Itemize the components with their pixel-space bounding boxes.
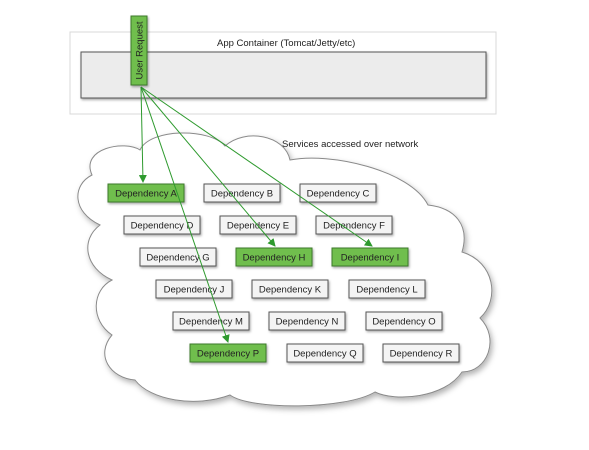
- dependency-box-b: [203, 183, 281, 203]
- dependency-box-a: [107, 183, 185, 203]
- dependency-label-a: Dependency A: [115, 189, 177, 200]
- dependency-box-q: [286, 343, 364, 363]
- arrow-to-dependency-a: [138, 86, 147, 183]
- dependency-label-k: Dependency K: [259, 285, 322, 296]
- dependency-box-p: [189, 343, 267, 363]
- user-request-box: [130, 15, 148, 86]
- dependency-label-c: Dependency C: [307, 189, 370, 200]
- dependency-label-f: Dependency F: [323, 221, 385, 232]
- dependency-box-m: [172, 311, 250, 331]
- app-container-label: App Container (Tomcat/Jetty/etc): [217, 38, 355, 49]
- dependency-box-n: [268, 311, 346, 331]
- dependency-box-o: [365, 311, 443, 331]
- network-cloud: [77, 132, 493, 407]
- dependency-label-m: Dependency M: [179, 317, 243, 328]
- dependency-box-r: [382, 343, 460, 363]
- dependency-group: Dependency A Dependency B Dependency C Depe…: [107, 183, 460, 363]
- dependency-box-j: [155, 279, 233, 299]
- dependency-label-g: Dependency G: [146, 253, 209, 264]
- dependency-label-n: Dependency N: [276, 317, 339, 328]
- arrow-to-dependency-h: [140, 86, 276, 247]
- user-request-label: User Request: [135, 21, 146, 79]
- dependency-box-i: [331, 247, 409, 267]
- dependency-label-b: Dependency B: [211, 189, 273, 200]
- dependency-label-r: Dependency R: [390, 349, 453, 360]
- dependency-box-d: [123, 215, 201, 235]
- dependency-label-o: Dependency O: [372, 317, 435, 328]
- dependency-box-l: [348, 279, 426, 299]
- dependency-label-q: Dependency Q: [293, 349, 356, 360]
- dependency-label-h: Dependency H: [243, 253, 306, 264]
- network-label: Services accessed over network: [282, 139, 418, 150]
- dependency-box-k: [251, 279, 329, 299]
- arrow-to-dependency-p: [140, 86, 230, 343]
- dependency-box-c: [299, 183, 377, 203]
- dependency-label-j: Dependency J: [164, 285, 225, 296]
- dependency-box-h: [235, 247, 313, 267]
- app-container-box: [80, 51, 487, 99]
- connection-group: [138, 86, 373, 343]
- dependency-box-e: [219, 215, 297, 235]
- dependency-label-l: Dependency L: [356, 285, 417, 296]
- arrow-to-dependency-i: [140, 86, 373, 247]
- dependency-label-p: Dependency P: [197, 349, 259, 360]
- dependency-label-d: Dependency D: [131, 221, 194, 232]
- dependency-label-i: Dependency I: [341, 253, 400, 264]
